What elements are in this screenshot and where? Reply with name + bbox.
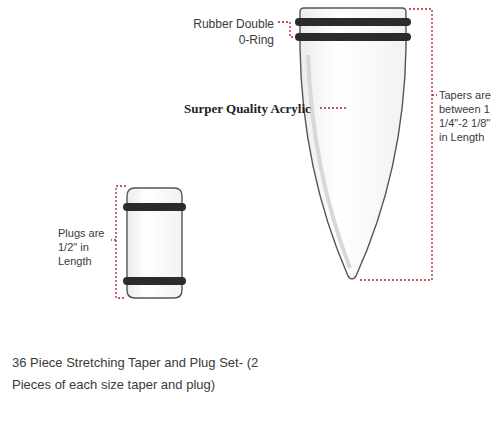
taper (295, 8, 411, 279)
dimension-label: Tapers are between 1 1/4"-2 1/8" in Leng… (439, 88, 497, 144)
part-label: Rubber Double 0-Ring (188, 16, 274, 48)
plug (123, 188, 186, 298)
caption: 36 Piece Stretching Taper and Plug Set- … (12, 352, 280, 396)
material-label: Surper Quality Acrylic (184, 100, 384, 117)
o-ring (123, 277, 186, 285)
o-ring (123, 203, 186, 211)
leader-lines (111, 9, 437, 298)
o-ring (295, 33, 411, 41)
dimension-label: Plugs are 1/2" in Length (58, 226, 110, 268)
o-ring (295, 18, 411, 26)
